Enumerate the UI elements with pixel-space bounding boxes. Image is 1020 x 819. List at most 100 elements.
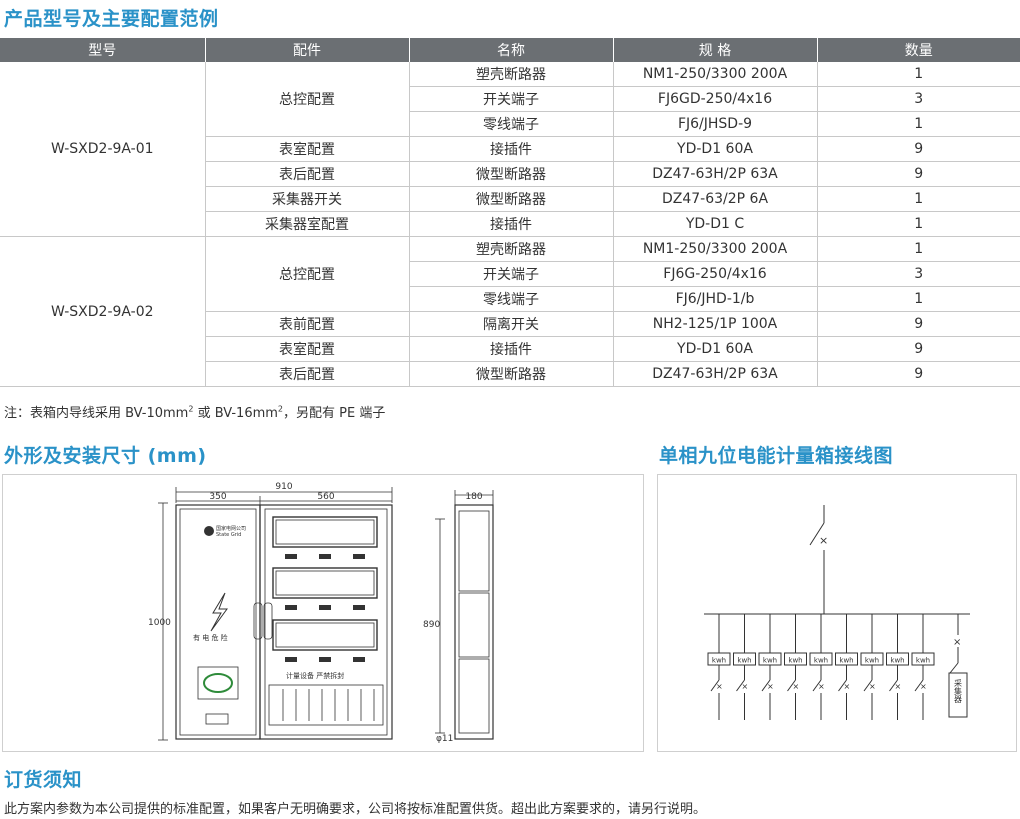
header-qty: 数量 [817,38,1020,62]
main-switch-mark: × [819,534,828,547]
breaker-switch [838,679,847,692]
qty-cell: 1 [817,111,1020,137]
name-cell: 接插件 [409,136,614,162]
dim-hole: φ11 [436,734,453,744]
header-part: 配件 [205,38,410,62]
breaker-switch [736,679,745,692]
table-row: 表室配置 接插件 YD-D1 60A 9 [0,136,1020,162]
table-row: 采集器开关 微型断路器 DZ47-63/2P 6A 1 [0,186,1020,212]
spec-cell: NH2-125/1P 100A [613,311,818,337]
qty-cell: 9 [817,136,1020,162]
table-row: 零线端子 FJ6/JHD-1/b 1 [0,286,1020,312]
qty-cell: 1 [817,62,1020,87]
table-row: 表后配置 微型断路器 DZ47-63H/2P 63A 9 [0,361,1020,387]
breaker-switch [889,679,898,692]
breaker-switch [914,679,924,692]
spec-cell: FJ6G-250/4x16 [613,261,818,287]
collector-box [948,672,968,718]
part-cell: 采集器开关 [205,186,410,212]
spec-cell: YD-D1 C [613,211,818,237]
name-cell: 塑壳断路器 [409,62,614,87]
collector-switch-mark: × [953,637,961,648]
meter-label: kwh [737,657,751,665]
breaker-mark: × [869,682,876,691]
name-cell: 微型断路器 [409,186,614,212]
qty-cell: 1 [817,236,1020,262]
qty-cell: 1 [817,211,1020,237]
meter-label: kwh [814,657,828,665]
qty-cell: 9 [817,161,1020,187]
part-cell: 表前配置 [205,311,410,337]
section-title-order-notes: 订货须知 [4,769,83,791]
qty-cell: 3 [817,261,1020,287]
name-cell: 微型断路器 [409,161,614,187]
header-spec: 规 格 [613,38,818,62]
note-sup: 2 [277,404,284,414]
name-cell: 零线端子 [409,111,614,137]
meter-label: kwh [712,657,726,665]
spec-cell: FJ6/JHSD-9 [613,111,818,137]
dim-left-width: 350 [209,492,226,502]
spec-cell: YD-D1 60A [613,336,818,362]
breaker-mark: × [793,682,800,691]
spec-cell: FJ6/JHD-1/b [613,286,818,312]
part-cell: 表后配置 [205,161,410,187]
dim-right-width: 560 [317,492,334,502]
name-cell: 开关端子 [409,86,614,112]
dim-total-width: 910 [275,482,292,492]
table-header-row: 型号 配件 名称 规 格 数量 [0,38,1020,62]
name-cell: 隔离开关 [409,311,614,337]
dim-front-height: 1000 [148,618,171,628]
name-cell: 接插件 [409,336,614,362]
collector-label: 采集器 [954,678,963,704]
knob-icons [285,554,365,662]
section-title-wiring: 单相九位电能计量箱接线图 [659,445,894,467]
config-table: 型号 配件 名称 规 格 数量 W-SXD2-9A-01 总控配置 塑壳断路器 … [0,38,1020,387]
meter-label: kwh [763,657,777,665]
qty-cell: 1 [817,286,1020,312]
spec-cell: NM1-250/3300 200A [613,62,818,87]
table-row: 采集器室配置 接插件 YD-D1 C 1 [0,211,1020,237]
note-prefix: 注：表箱内导线采用 BV-10mm [4,406,189,421]
part-cell: 总控配置 [205,62,410,137]
table-row: 零线端子 FJ6/JHSD-9 1 [0,111,1020,137]
breaker-switch [812,679,822,692]
brand-sub-text: State Grid [216,532,241,538]
spec-cell: YD-D1 60A [613,136,818,162]
meter-label: kwh [890,657,904,665]
spec-cell: FJ6GD-250/4x16 [613,86,818,112]
table-row: 表前配置 隔离开关 NH2-125/1P 100A 9 [0,311,1020,337]
note-suffix: ，另配有 PE 端子 [283,406,386,421]
breaker-switch [787,679,796,692]
name-cell: 微型断路器 [409,361,614,387]
spec-cell: DZ47-63H/2P 63A [613,361,818,387]
breaker-mark: × [716,682,723,691]
header-name: 名称 [409,38,614,62]
name-cell: 接插件 [409,211,614,237]
part-cell: 采集器室配置 [205,211,410,237]
qty-cell: 1 [817,186,1020,212]
note-sup: 2 [188,404,194,414]
wiring-diagram-panel: × kwh×kwh×kwh×kwh×kwh×kwh×kwh×kwh×kwh× ×… [657,474,1017,752]
name-cell: 开关端子 [409,261,614,287]
breaker-switch [710,679,720,692]
section-title-product-config: 产品型号及主要配置范例 [4,8,219,30]
name-cell: 塑壳断路器 [409,236,614,262]
breaker-mark: × [742,682,749,691]
table-row: 表后配置 微型断路器 DZ47-63H/2P 63A 9 [0,161,1020,187]
part-cell: 表室配置 [205,136,410,162]
table-row: 开关端子 FJ6GD-250/4x16 3 [0,86,1020,112]
dimension-drawing: 910 350 560 1000 180 890 φ11 国家电网公司 Stat… [148,482,494,744]
meter-label: kwh [788,657,802,665]
breaker-switch [761,679,771,692]
spec-cell: NM1-250/3300 200A [613,236,818,262]
wiring-diagram: × kwh×kwh×kwh×kwh×kwh×kwh×kwh×kwh×kwh× ×… [704,505,970,720]
spec-cell: DZ47-63/2P 6A [613,186,818,212]
meter-label: kwh [916,657,930,665]
qty-cell: 3 [817,86,1020,112]
breaker-mark: × [818,682,825,691]
qty-cell: 9 [817,311,1020,337]
dim-depth: 180 [465,492,482,502]
brand-text: 国家电网公司 [216,525,246,532]
model-cell: W-SXD2-9A-02 [0,236,206,387]
